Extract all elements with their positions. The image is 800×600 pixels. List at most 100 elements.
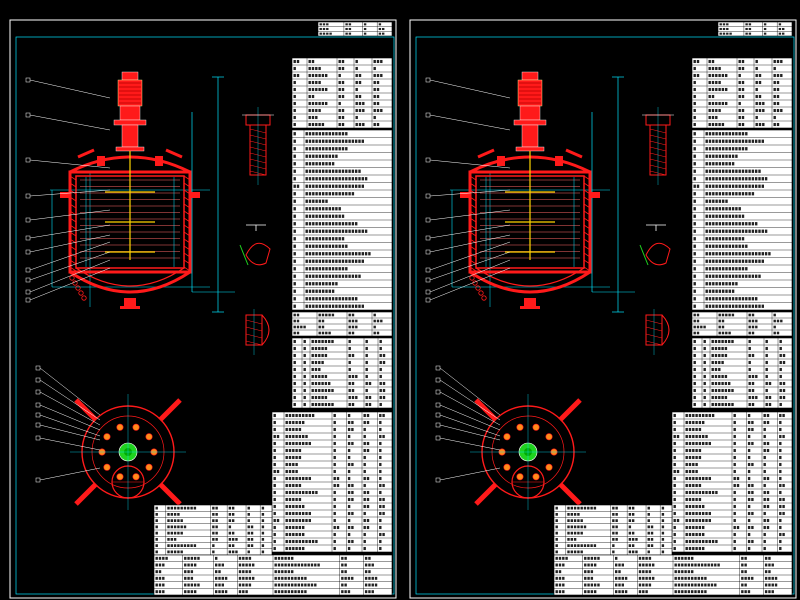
table-glyph	[708, 413, 711, 418]
table-glyph	[355, 177, 358, 181]
table-glyph	[293, 147, 296, 151]
table-glyph	[333, 511, 336, 516]
table-glyph	[693, 199, 696, 203]
table-glyph	[183, 506, 187, 510]
table-glyph	[745, 297, 748, 301]
table-glyph	[315, 87, 318, 92]
table-glyph	[347, 455, 351, 460]
table-glyph	[694, 563, 697, 567]
table-glyph	[331, 289, 335, 293]
detail-views	[239, 107, 274, 355]
table-glyph	[295, 532, 298, 537]
table-glyph	[293, 244, 296, 248]
table-glyph	[735, 147, 738, 151]
table-glyph	[288, 511, 292, 516]
table-glyph	[718, 214, 722, 218]
table-glyph	[718, 259, 722, 263]
table-glyph	[733, 518, 736, 523]
table-glyph	[321, 353, 324, 358]
leader-line	[39, 404, 101, 431]
table-glyph	[305, 244, 308, 248]
table-glyph	[612, 525, 615, 529]
table-glyph	[312, 244, 315, 248]
table-glyph	[705, 434, 708, 439]
table-glyph	[261, 538, 265, 541]
leader-tag	[425, 77, 431, 83]
table-glyph	[724, 381, 728, 386]
table-glyph	[751, 177, 755, 181]
table-glyph	[779, 525, 782, 530]
table-glyph	[173, 550, 177, 554]
table-glyph	[708, 115, 711, 120]
table-glyph	[652, 563, 655, 567]
plan-nozzle	[503, 433, 511, 441]
table-glyph	[570, 519, 573, 522]
table-glyph	[376, 59, 380, 64]
table-glyph	[721, 325, 725, 329]
table-glyph	[292, 427, 295, 432]
table-glyph	[771, 583, 774, 587]
table-glyph	[700, 590, 704, 594]
table-glyph	[285, 490, 288, 495]
table-glyph	[708, 297, 712, 301]
table-glyph	[725, 184, 728, 188]
table-glyph	[782, 360, 786, 365]
table-glyph	[718, 353, 721, 358]
table-glyph	[719, 23, 722, 26]
table-glyph	[718, 199, 722, 203]
table-glyph	[631, 544, 635, 547]
table-glyph	[748, 325, 751, 329]
table-glyph	[379, 504, 382, 509]
table-glyph	[779, 427, 782, 432]
leader-line	[29, 234, 111, 253]
table-glyph	[615, 531, 618, 535]
table-glyph	[741, 177, 745, 181]
table-glyph	[297, 563, 300, 567]
table-glyph	[722, 229, 725, 233]
table-glyph	[288, 462, 292, 467]
table-glyph	[293, 94, 296, 99]
detail-weld-shape	[645, 242, 671, 266]
table-glyph	[338, 259, 341, 263]
leader-line	[29, 209, 111, 221]
table-glyph	[718, 374, 721, 379]
table-glyph	[733, 441, 736, 446]
table-glyph	[328, 132, 331, 136]
table-glyph	[285, 532, 288, 537]
table-glyph	[677, 556, 681, 560]
table-glyph	[344, 563, 347, 567]
table-glyph	[287, 556, 291, 560]
table-glyph	[766, 497, 770, 502]
table-glyph	[379, 395, 382, 400]
table-glyph	[308, 59, 311, 64]
table-glyph	[763, 525, 766, 530]
table-glyph	[193, 563, 197, 567]
table-glyph	[631, 506, 635, 510]
table-glyph	[577, 544, 580, 547]
table-glyph	[158, 563, 162, 567]
table-glyph	[328, 339, 331, 344]
table-glyph	[293, 66, 296, 71]
table-glyph	[733, 539, 736, 544]
table-glyph	[318, 289, 322, 293]
table-glyph	[347, 420, 351, 425]
table-glyph	[338, 297, 341, 301]
table-glyph	[245, 556, 248, 560]
table-glyph	[358, 108, 362, 113]
table-glyph	[708, 476, 711, 481]
table-glyph	[325, 169, 328, 173]
table-glyph	[170, 538, 173, 541]
table-glyph	[761, 252, 764, 256]
table-glyph	[584, 556, 587, 560]
table-glyph	[745, 244, 748, 248]
table-glyph	[345, 222, 348, 226]
table-glyph	[618, 583, 621, 587]
table-glyph	[331, 184, 335, 188]
table-glyph	[728, 267, 731, 271]
table-glyph	[766, 448, 770, 453]
table-glyph	[567, 538, 570, 541]
jacket-hatch	[183, 224, 191, 230]
table-glyph	[293, 282, 296, 286]
table-glyph	[698, 490, 702, 495]
table-glyph	[590, 544, 593, 547]
